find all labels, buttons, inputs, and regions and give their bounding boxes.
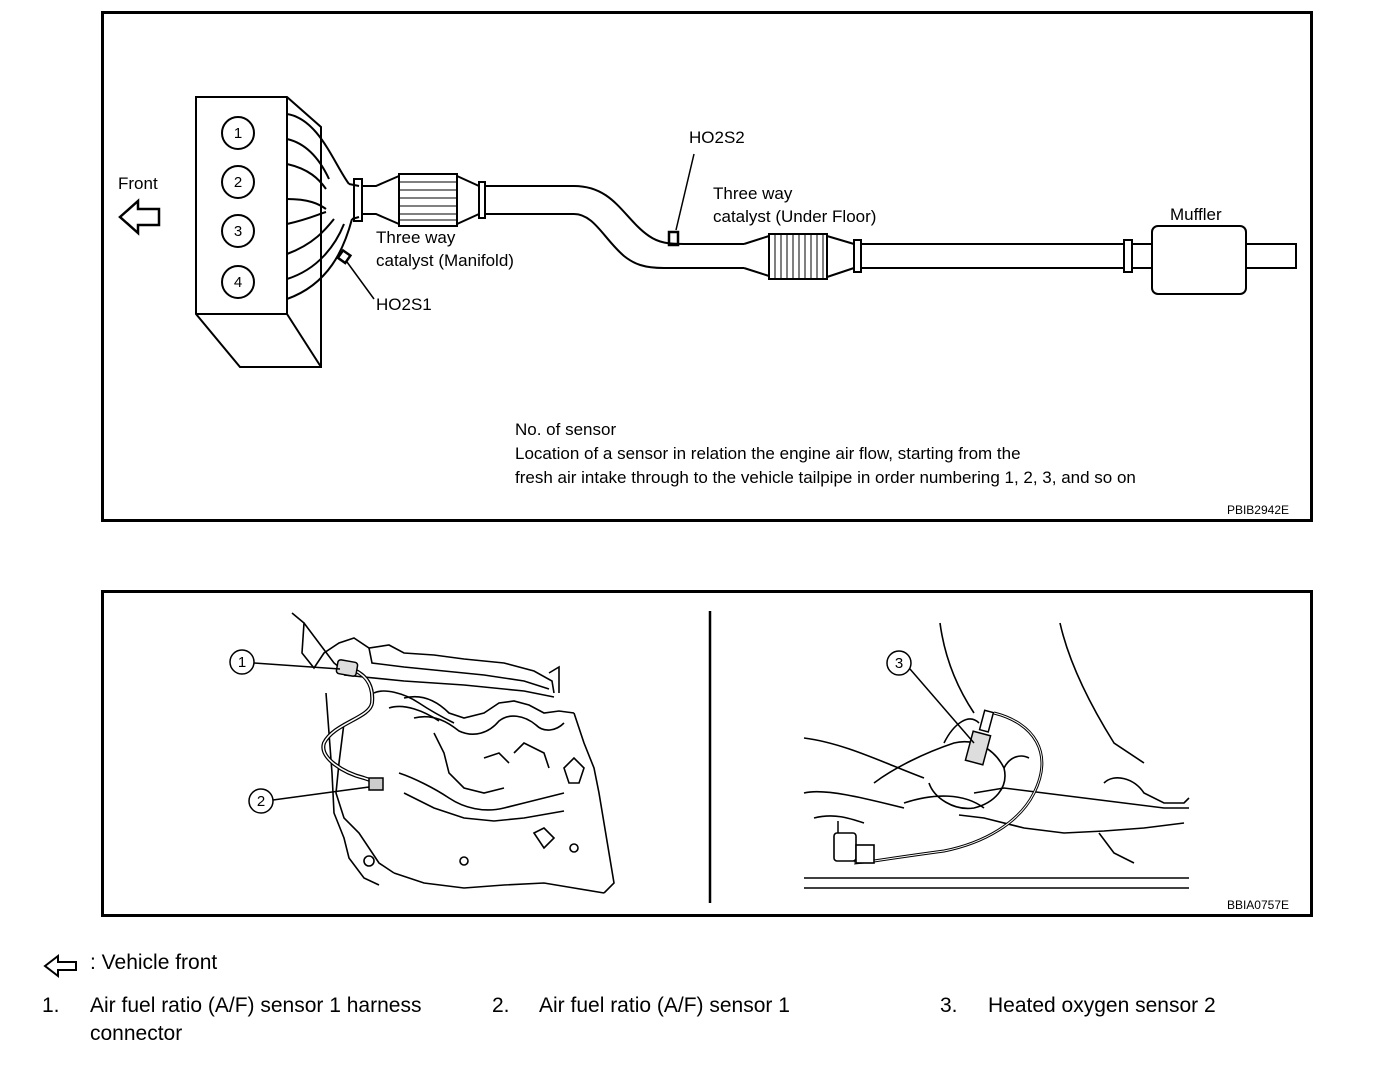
af-sensor-harness-connector	[335, 659, 359, 677]
front-arrow-icon	[118, 198, 161, 236]
catalyst-underfloor-label-line2: catalyst (Under Floor)	[713, 207, 876, 226]
cylinder-4-label: 4	[234, 274, 242, 291]
vehicle-front-legend: : Vehicle front	[90, 951, 218, 974]
note-line-2: fresh air intake through to the vehicle …	[515, 468, 1136, 487]
legend-item-2-number: 2.	[492, 994, 510, 1017]
note-title: No. of sensor	[515, 420, 616, 439]
legend-item-2-text: Air fuel ratio (A/F) sensor 1	[539, 994, 790, 1017]
af-sensor-1	[368, 777, 384, 791]
cylinder-circle	[221, 265, 255, 299]
legend-item-3-text: Heated oxygen sensor 2	[988, 994, 1216, 1017]
callout-1: 1	[238, 654, 246, 671]
figure-code: PBIB2942E	[1227, 503, 1289, 517]
exhaust-layout-diagram: 1 2 3 4 Front HO2S2 HO2S1 Three way cata…	[118, 96, 1297, 517]
legend-item-3-number: 3.	[940, 994, 958, 1017]
legend-item-1-text: Air fuel ratio (A/F) sensor 1 harness	[90, 994, 422, 1017]
muffler-label: Muffler	[1170, 205, 1222, 224]
sensor-location-illustration: 1 2	[229, 611, 1289, 912]
heated-oxygen-sensor-2	[964, 730, 992, 766]
cylinder-1-label: 1	[234, 125, 242, 142]
figure-code: BBIA0757E	[1227, 898, 1289, 912]
cylinder-numbers: 1 2 3 4	[221, 116, 255, 299]
cylinder-circle	[221, 165, 255, 199]
legend-item-1-number: 1.	[42, 994, 60, 1017]
cylinder-2-label: 2	[234, 174, 242, 191]
underfloor-catalyst-illustration	[803, 622, 1190, 889]
vehicle-front-arrow-icon	[43, 953, 77, 979]
callout-3: 3	[895, 655, 903, 672]
ho2s2-label: HO2S2	[689, 128, 745, 147]
cylinder-circle	[221, 214, 255, 248]
cylinder-3-label: 3	[234, 223, 242, 240]
front-label: Front	[118, 174, 158, 193]
catalyst-underfloor-label-line1: Three way	[713, 184, 793, 203]
ho2s1-label: HO2S1	[376, 295, 432, 314]
catalyst-manifold-label-line2: catalyst (Manifold)	[376, 251, 514, 270]
sensor-connector	[833, 832, 857, 862]
engine-manifold-illustration	[291, 612, 615, 894]
callout-2: 2	[257, 793, 265, 810]
note-line-1: Location of a sensor in relation the eng…	[515, 444, 1021, 463]
legend-item-1-text-cont: connector	[90, 1022, 183, 1045]
catalyst-manifold-label-line1: Three way	[376, 228, 456, 247]
exhaust-layout-panel: 1 2 3 4 Front HO2S2 HO2S1 Three way cata…	[101, 11, 1313, 522]
cylinder-circle	[221, 116, 255, 150]
sensor-location-panel: 1 2	[101, 590, 1313, 917]
